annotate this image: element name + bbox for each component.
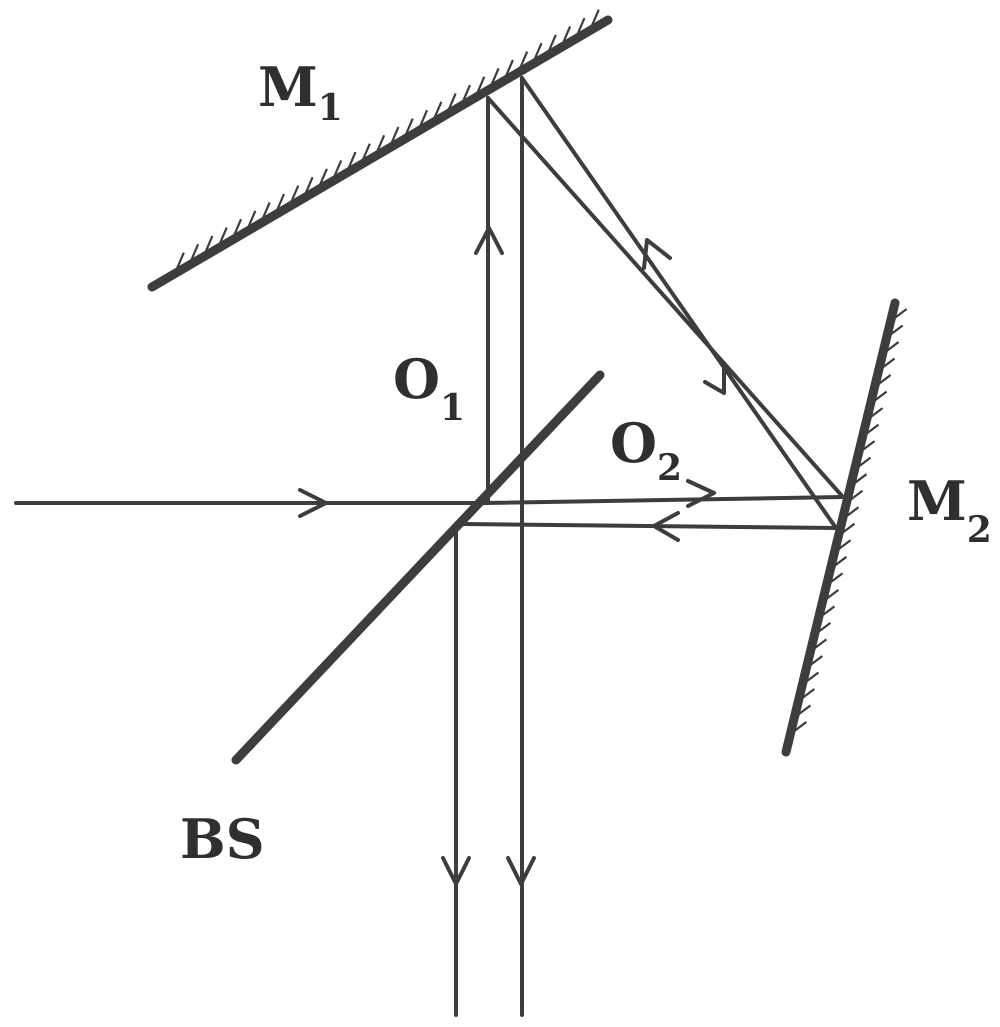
hatch-mark — [853, 456, 872, 471]
label-m2: M2 — [907, 469, 992, 551]
hatch-mark — [417, 109, 429, 132]
hatch-mark — [869, 390, 888, 405]
hatch-mark — [845, 489, 864, 504]
hatch-mark — [331, 160, 343, 182]
hatch-mark — [789, 721, 808, 735]
hatch-mark — [431, 101, 443, 124]
mirror-m1 — [147, 15, 613, 292]
hatch-mark — [273, 193, 285, 216]
arrowhead-to-m1 — [642, 238, 672, 270]
hatch-mark — [849, 473, 868, 488]
hatch-mark — [833, 539, 852, 554]
arrowhead-output-right — [506, 856, 536, 886]
hatch-mark — [881, 341, 900, 355]
arrowhead-o2 — [686, 479, 716, 508]
label-bs: BS — [180, 807, 265, 871]
hatch-mark — [857, 440, 876, 455]
hatch-mark — [821, 588, 840, 603]
hatch-mark — [402, 118, 414, 141]
hatch-mark — [459, 84, 471, 107]
hatch-mark — [801, 671, 820, 686]
hatch-mark — [889, 308, 908, 322]
mirror-m2-hatching — [789, 308, 908, 735]
hatch-mark — [829, 555, 848, 570]
hatch-mark — [809, 638, 828, 653]
mirror-m2 — [781, 298, 900, 757]
hatch-mark — [202, 235, 214, 258]
hatch-mark — [259, 201, 271, 224]
hatch-mark — [841, 506, 860, 521]
ray-m1-m2-outer — [486, 96, 845, 499]
hatch-mark — [288, 185, 300, 208]
beam-splitter — [231, 370, 605, 765]
mirror-m1-hatching — [173, 9, 600, 275]
hatch-mark — [885, 324, 904, 339]
hatch-mark — [517, 51, 529, 74]
arrowhead-return — [652, 511, 680, 542]
hatch-mark — [302, 176, 314, 199]
hatch-mark — [374, 134, 386, 157]
ray-m1-m2-inner — [520, 76, 838, 530]
hatch-mark — [474, 76, 486, 99]
hatch-mark — [445, 93, 457, 115]
hatch-mark — [316, 168, 328, 191]
hatch-mark — [216, 227, 228, 249]
hatch-mark — [877, 357, 896, 372]
hatch-mark — [817, 605, 836, 620]
hatch-mark — [488, 67, 500, 90]
hatch-mark — [560, 26, 572, 48]
arrowhead-o1-up — [474, 226, 504, 255]
label-o2: O2 — [610, 411, 682, 489]
ray-from-m2-lower — [460, 522, 838, 530]
hatch-mark — [188, 243, 200, 266]
arrowhead-output-left — [441, 856, 471, 886]
hatch-mark — [805, 655, 824, 669]
hatch-mark — [545, 34, 557, 57]
label-m1: M1 — [258, 55, 343, 129]
ray-to-m2-upper — [482, 495, 845, 505]
hatch-mark — [231, 218, 243, 241]
hatch-mark — [873, 374, 892, 388]
hatch-mark — [588, 9, 600, 32]
label-o1: O1 — [393, 347, 465, 429]
hatch-mark — [502, 59, 514, 82]
hatch-mark — [837, 522, 856, 537]
hatch-mark — [865, 407, 884, 421]
hatch-mark — [793, 704, 812, 719]
hatch-mark — [861, 423, 880, 438]
hatch-mark — [813, 622, 832, 636]
hatch-mark — [825, 572, 844, 587]
hatch-mark — [345, 151, 357, 174]
hatch-mark — [359, 143, 371, 166]
arrowhead-to-m2 — [703, 365, 726, 395]
hatch-mark — [388, 126, 400, 149]
hatch-mark — [797, 688, 816, 702]
hatch-mark — [531, 42, 543, 65]
hatch-mark — [173, 252, 185, 275]
hatch-mark — [574, 17, 586, 40]
arrowhead-input — [298, 488, 328, 518]
hatch-mark — [245, 210, 257, 233]
